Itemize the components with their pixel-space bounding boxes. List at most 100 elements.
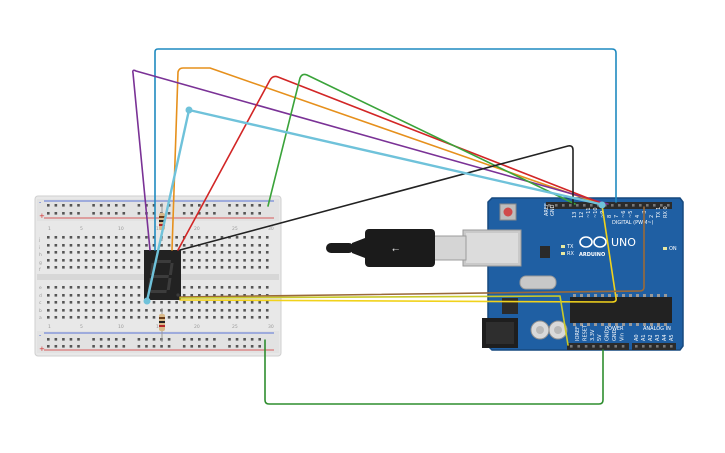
breadboard-hole[interactable] — [152, 236, 156, 239]
breadboard-hole[interactable] — [47, 236, 50, 239]
rail-hole[interactable] — [114, 204, 118, 207]
breadboard-hole[interactable] — [220, 309, 224, 312]
header-pin[interactable] — [639, 204, 642, 207]
breadboard-hole[interactable] — [130, 316, 133, 319]
breadboard-hole[interactable] — [137, 309, 141, 312]
header-pin[interactable] — [597, 204, 600, 207]
breadboard-hole[interactable] — [47, 309, 50, 312]
breadboard-hole[interactable] — [137, 301, 141, 304]
breadboard-hole[interactable] — [69, 309, 73, 312]
breadboard-hole[interactable] — [167, 316, 171, 319]
rail-hole[interactable] — [62, 345, 65, 348]
rail-hole[interactable] — [243, 204, 246, 207]
breadboard-hole[interactable] — [122, 251, 126, 254]
breadboard-hole[interactable] — [243, 309, 246, 312]
power-header[interactable] — [567, 343, 629, 350]
breadboard-hole[interactable] — [250, 259, 254, 262]
breadboard-hole[interactable] — [243, 294, 246, 297]
breadboard-hole[interactable] — [137, 259, 141, 262]
rail-hole[interactable] — [92, 204, 95, 207]
breadboard-hole[interactable] — [107, 316, 110, 319]
breadboard-hole[interactable] — [220, 259, 224, 262]
breadboard-hole[interactable] — [77, 316, 80, 319]
rail-hole[interactable] — [92, 338, 95, 341]
breadboard-hole[interactable] — [228, 309, 231, 312]
breadboard-hole[interactable] — [92, 309, 95, 312]
rail-hole[interactable] — [99, 345, 103, 348]
rail-hole[interactable] — [137, 338, 141, 341]
breadboard-hole[interactable] — [62, 301, 65, 304]
breadboard-hole[interactable] — [220, 316, 224, 319]
breadboard-hole[interactable] — [69, 236, 73, 239]
breadboard-hole[interactable] — [228, 301, 231, 304]
header-pin[interactable] — [618, 204, 621, 207]
breadboard-hole[interactable] — [258, 309, 261, 312]
rail-hole[interactable] — [250, 212, 254, 215]
breadboard-hole[interactable] — [54, 244, 58, 247]
breadboard-hole[interactable] — [205, 236, 209, 239]
breadboard-hole[interactable] — [205, 244, 209, 247]
breadboard-hole[interactable] — [258, 286, 261, 289]
rail-hole[interactable] — [190, 204, 194, 207]
breadboard-hole[interactable] — [235, 236, 239, 239]
rail-hole[interactable] — [69, 345, 73, 348]
header-pin[interactable] — [635, 345, 638, 348]
rail-hole[interactable] — [182, 212, 186, 215]
breadboard-hole[interactable] — [130, 244, 133, 247]
rail-hole[interactable] — [182, 204, 186, 207]
breadboard-hole[interactable] — [205, 316, 209, 319]
rail-hole[interactable] — [213, 212, 216, 215]
rail-hole[interactable] — [213, 345, 216, 348]
breadboard-hole[interactable] — [250, 266, 254, 269]
breadboard-hole[interactable] — [258, 251, 261, 254]
breadboard-hole[interactable] — [114, 244, 118, 247]
wire-yellow-green[interactable] — [179, 295, 569, 346]
breadboard-hole[interactable] — [175, 301, 178, 304]
breadboard-hole[interactable] — [114, 301, 118, 304]
breadboard-hole[interactable] — [107, 244, 110, 247]
wire-green[interactable] — [267, 73, 576, 207]
breadboard-hole[interactable] — [69, 259, 73, 262]
breadboard-hole[interactable] — [122, 286, 126, 289]
rail-hole[interactable] — [145, 338, 148, 341]
breadboard-hole[interactable] — [130, 236, 133, 239]
wire-brown[interactable] — [179, 206, 645, 298]
rail-hole[interactable] — [228, 338, 231, 341]
breadboard-hole[interactable] — [182, 266, 186, 269]
breadboard-hole[interactable] — [213, 266, 216, 269]
breadboard-hole[interactable] — [213, 309, 216, 312]
rail-hole[interactable] — [47, 204, 50, 207]
breadboard-hole[interactable] — [167, 244, 171, 247]
rail-hole[interactable] — [243, 338, 246, 341]
breadboard-hole[interactable] — [54, 251, 58, 254]
breadboard-hole[interactable] — [213, 294, 216, 297]
breadboard-hole[interactable] — [77, 294, 80, 297]
rail-hole[interactable] — [243, 345, 246, 348]
breadboard-hole[interactable] — [182, 294, 186, 297]
header-pin[interactable] — [592, 345, 595, 348]
breadboard-hole[interactable] — [114, 259, 118, 262]
breadboard-hole[interactable] — [54, 316, 58, 319]
header-pin[interactable] — [646, 204, 649, 207]
breadboard-hole[interactable] — [69, 266, 73, 269]
breadboard-hole[interactable] — [84, 316, 88, 319]
breadboard-hole[interactable] — [99, 244, 103, 247]
breadboard-hole[interactable] — [62, 294, 65, 297]
breadboard-hole[interactable] — [107, 259, 110, 262]
rail-hole[interactable] — [77, 338, 80, 341]
breadboard-hole[interactable] — [190, 316, 194, 319]
breadboard-hole[interactable] — [258, 301, 261, 304]
breadboard-hole[interactable] — [137, 266, 141, 269]
breadboard-hole[interactable] — [205, 251, 209, 254]
breadboard-hole[interactable] — [130, 301, 133, 304]
breadboard-hole[interactable] — [175, 244, 178, 247]
rail-hole[interactable] — [250, 204, 254, 207]
analog-header[interactable] — [632, 343, 676, 350]
breadboard-hole[interactable] — [99, 259, 103, 262]
header-pin[interactable] — [670, 345, 673, 348]
rail-hole[interactable] — [190, 338, 194, 341]
breadboard-hole[interactable] — [114, 236, 118, 239]
breadboard-hole[interactable] — [84, 251, 88, 254]
breadboard-hole[interactable] — [137, 251, 141, 254]
